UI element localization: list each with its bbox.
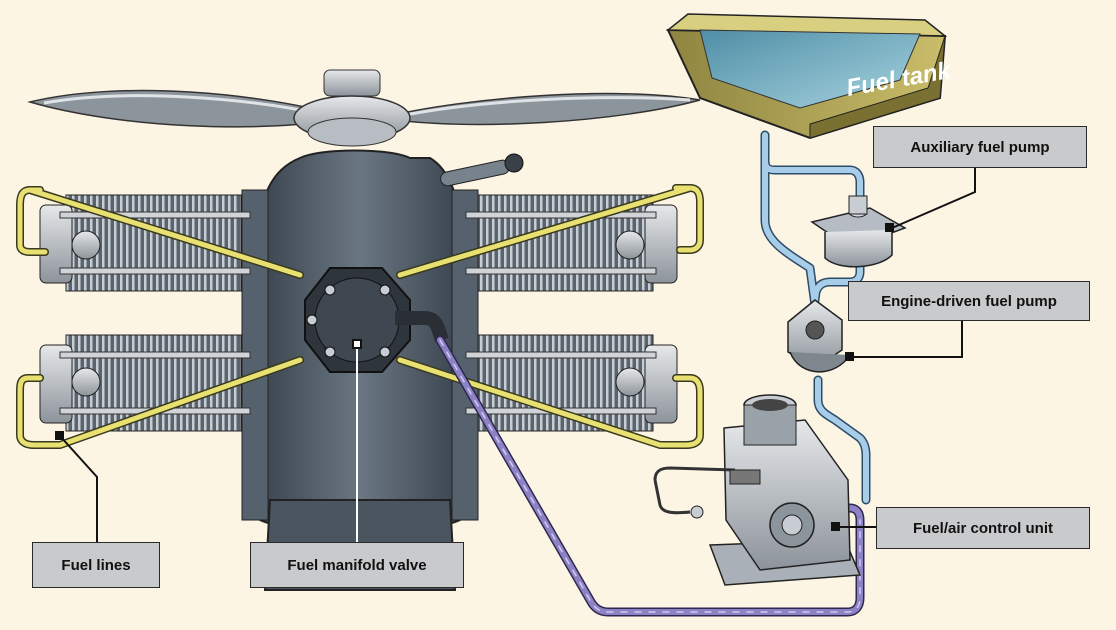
engine-driven-fuel-pump-callout: Engine-driven fuel pump bbox=[848, 281, 1090, 321]
fuel-air-control-unit-callout: Fuel/air control unit bbox=[876, 507, 1090, 549]
auxiliary-pump-icon bbox=[810, 195, 907, 268]
propeller-icon bbox=[27, 69, 701, 147]
engine-driven-pump-icon bbox=[787, 299, 851, 373]
fuel-lines-yellow bbox=[16, 184, 704, 449]
fuel-manifold-valve-callout: Fuel manifold valve bbox=[250, 542, 464, 588]
leader-lines bbox=[55, 168, 976, 542]
fuel-tank-icon bbox=[665, 13, 948, 140]
auxiliary-fuel-pump-callout: Auxiliary fuel pump bbox=[873, 126, 1087, 168]
control-unit-icon bbox=[653, 394, 862, 586]
fuel-lines-blue bbox=[760, 130, 871, 505]
fuel-line-purple bbox=[435, 335, 865, 617]
fuel-lines-callout: Fuel lines bbox=[32, 542, 160, 588]
